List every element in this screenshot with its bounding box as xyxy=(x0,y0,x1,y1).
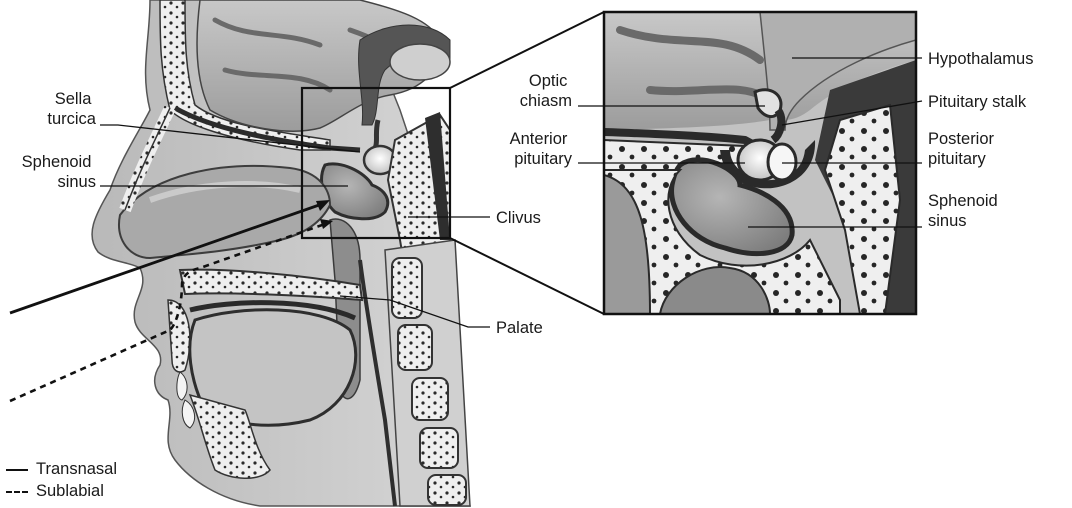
label-sella-turcica-1: Sella xyxy=(55,90,93,108)
label-palate: Palate xyxy=(496,319,543,337)
label-clivus: Clivus xyxy=(496,209,541,227)
legend-sublabial: Sublabial xyxy=(6,482,104,501)
legend-transnasal-label: Transnasal xyxy=(36,460,117,479)
label-optic-chiasm-1: Optic xyxy=(529,72,568,90)
legend-sublabial-label: Sublabial xyxy=(36,482,104,501)
posterior-pituitary xyxy=(768,144,796,180)
label-sphenoid-sinus-inset-2: sinus xyxy=(928,212,967,230)
svg-text:Optic chiasm: Optic chiasm xyxy=(520,72,572,110)
label-sphenoid-sinus-inset-1: Sphenoid xyxy=(928,192,998,210)
head-sagittal-section xyxy=(92,0,470,506)
label-hypothalamus: Hypothalamus xyxy=(928,50,1033,68)
svg-text:Posterior pituitary: Posterior pituitary xyxy=(928,130,999,168)
label-posterior-pituitary-2: pituitary xyxy=(928,150,987,168)
label-anterior-pituitary-1: Anterior xyxy=(510,130,568,148)
dashed-line-swatch xyxy=(6,491,28,493)
label-pituitary-stalk: Pituitary stalk xyxy=(928,93,1027,111)
label-sella-turcica-2: turcica xyxy=(47,110,96,128)
solid-line-swatch xyxy=(6,469,28,471)
legend-transnasal: Transnasal xyxy=(6,460,117,479)
label-sphenoid-sinus-1: Sphenoid xyxy=(22,153,92,171)
label-anterior-pituitary-2: pituitary xyxy=(514,150,573,168)
cervical-spine xyxy=(385,240,470,506)
svg-text:Sella turcica: Sella turcica xyxy=(47,90,96,128)
svg-text:Sphenoid sinus: Sphenoid sinus xyxy=(22,153,96,191)
svg-text:Sphenoid sinus: Sphenoid sinus xyxy=(928,192,1002,230)
label-sphenoid-sinus-2: sinus xyxy=(57,173,96,191)
svg-text:Anterior pituitary: Anterior pituitary xyxy=(510,130,573,168)
label-optic-chiasm-2: chiasm xyxy=(520,92,572,110)
label-posterior-pituitary-1: Posterior xyxy=(928,130,995,148)
